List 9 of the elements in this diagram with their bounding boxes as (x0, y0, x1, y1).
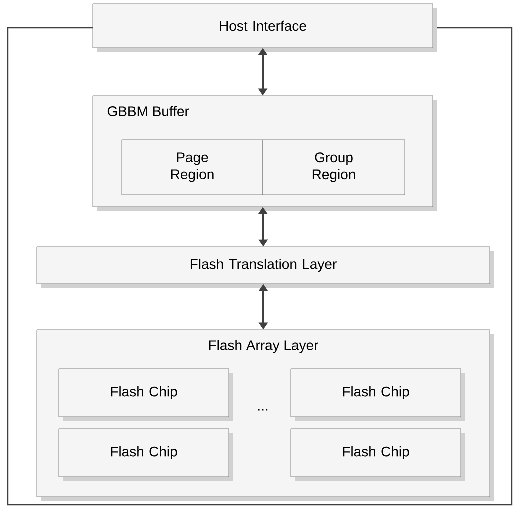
chip-box: Flash Chip (290, 368, 465, 421)
layer-box: Flash Translation Layer (36, 246, 494, 288)
chip-box: Flash Chip (58, 368, 233, 421)
chip-box: Flash Chip (290, 428, 465, 481)
layer-box: Host Interface (92, 4, 437, 52)
chip-box: Flash Chip (58, 428, 233, 481)
region-cell: Page Region (122, 140, 264, 196)
ellipsis: ... (258, 409, 268, 411)
region-cell: Group Region (262, 140, 406, 196)
